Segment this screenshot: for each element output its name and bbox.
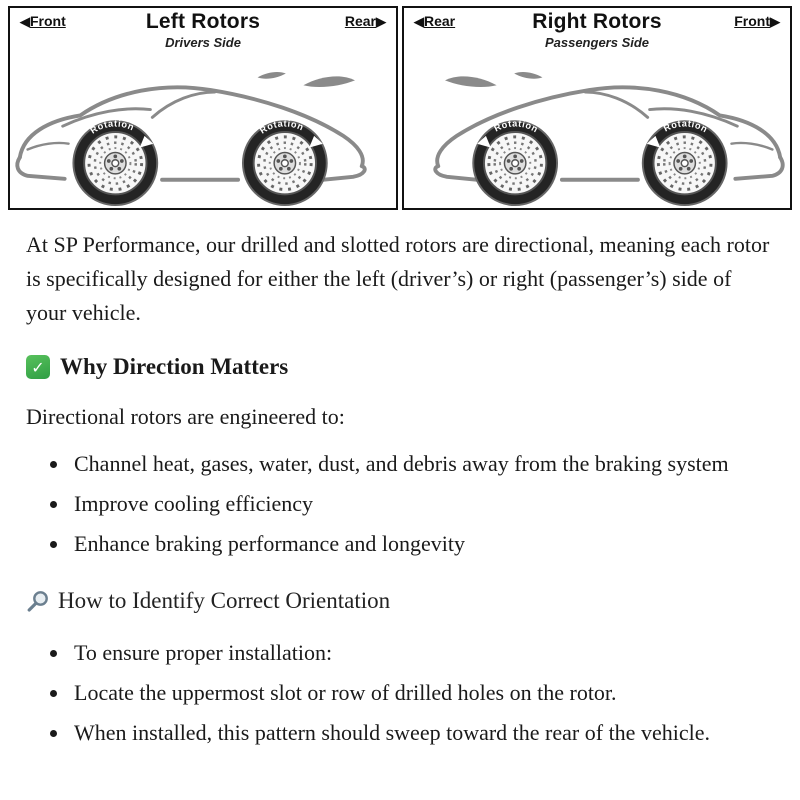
section-heading-text: Why Direction Matters	[60, 354, 289, 380]
front-direction-label: ◀Front	[20, 13, 66, 29]
intro-paragraph: At SP Performance, our drilled and slott…	[26, 232, 770, 326]
list-item: Locate the uppermost slot or row of dril…	[70, 676, 774, 710]
arrow-right-icon: ▶	[376, 14, 386, 29]
arrow-left-icon: ◀	[414, 14, 424, 29]
panel-subtitle: Drivers Side	[165, 35, 241, 50]
check-icon	[26, 355, 50, 380]
left-rotors-panel: ◀Front Left Rotors Drivers Side Rear▶ Ro…	[8, 6, 398, 210]
rotation-arrowhead	[139, 135, 154, 148]
panel-title: Left Rotors	[145, 10, 261, 33]
section-heading-why-direction-matters: Why Direction Matters	[26, 354, 774, 380]
rear-direction-label: Rear▶	[344, 13, 386, 29]
rotation-arrowhead	[477, 135, 491, 148]
rotor-direction-diagram: ◀Front Left Rotors Drivers Side Rear▶ Ro…	[8, 6, 792, 210]
panel-subtitle: Passengers Side	[544, 35, 650, 50]
arrow-right-icon: ▶	[770, 14, 780, 29]
list-item: Enhance braking performance and longevit…	[70, 527, 774, 561]
right-panel-header: ◀Rear Right Rotors Passengers Side Front…	[404, 10, 790, 56]
front-direction-label: Front▶	[734, 13, 780, 29]
right-rotors-panel: ◀Rear Right Rotors Passengers Side Front…	[402, 6, 792, 210]
section-heading-text: How to Identify Correct Orientation	[58, 587, 391, 613]
car-illustration-right: Rotation Rotation	[433, 69, 785, 208]
rotation-arrowhead	[646, 135, 661, 148]
arrow-left-icon: ◀	[20, 14, 30, 29]
list-item: Improve cooling efficiency	[70, 487, 774, 521]
section1-bullet-list: Channel heat, gases, water, dust, and de…	[70, 447, 774, 561]
article-body: At SP Performance, our drilled and slott…	[0, 210, 800, 764]
rotation-arrowhead	[309, 135, 323, 148]
magnifier-icon	[27, 590, 48, 612]
car-illustration-left: Rotation Rotation	[15, 69, 367, 208]
list-item: When installed, this pattern should swee…	[70, 716, 774, 750]
section2-bullet-list: To ensure proper installation: Locate th…	[70, 636, 774, 750]
list-item: To ensure proper installation:	[70, 636, 774, 670]
panel-title: Right Rotors	[532, 10, 662, 33]
section-heading-identify-orientation: How to Identify Correct Orientation	[26, 588, 774, 614]
left-panel-header: ◀Front Left Rotors Drivers Side Rear▶	[10, 10, 396, 56]
section1-lead: Directional rotors are engineered to:	[26, 404, 345, 430]
list-item: Channel heat, gases, water, dust, and de…	[70, 447, 774, 481]
rear-direction-label: ◀Rear	[414, 13, 456, 29]
